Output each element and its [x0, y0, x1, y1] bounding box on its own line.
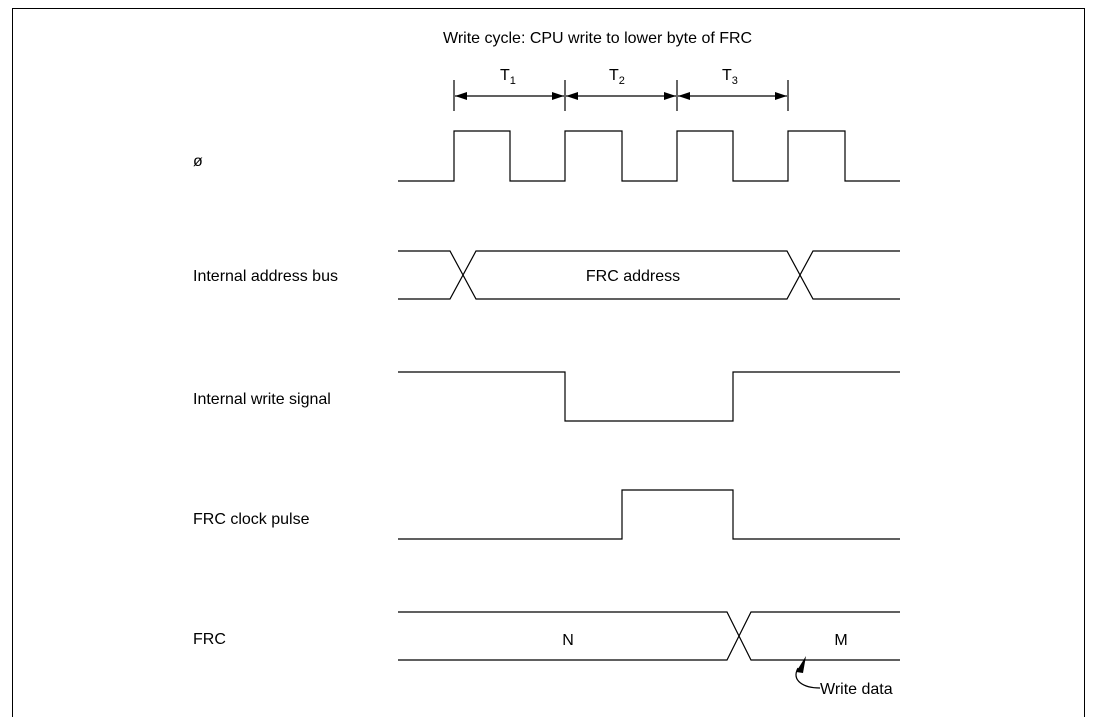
signal-label-frc-clock: FRC clock pulse: [193, 511, 310, 528]
signal-label-clock: ø: [193, 153, 203, 170]
write-signal-waveform: [398, 371, 900, 422]
signal-label-frc: FRC: [193, 631, 226, 648]
state-label-t2: T2: [609, 67, 625, 87]
state-label-t1: T1: [500, 67, 516, 87]
signal-label-address-bus: Internal address bus: [193, 268, 338, 285]
annotation-write-data: Write data: [820, 681, 893, 698]
address-bus-waveform: [398, 250, 900, 300]
svg-text:T2: T2: [609, 67, 625, 87]
svg-text:T1: T1: [500, 67, 516, 87]
state-label-t3: T3: [722, 67, 738, 87]
frc-waveform: [398, 611, 900, 661]
frc-clock-waveform: [398, 489, 900, 540]
bus-label-frc-address: FRC address: [586, 268, 680, 285]
diagram-frame: [12, 8, 1085, 717]
diagram-title: Write cycle: CPU write to lower byte of …: [443, 30, 752, 47]
bus-label-frc-n: N: [562, 632, 574, 649]
clock-waveform: [398, 130, 900, 182]
signal-label-write-signal: Internal write signal: [193, 391, 331, 408]
state-boundaries: [453, 80, 789, 111]
svg-text:T3: T3: [722, 67, 738, 87]
write-data-pointer: [795, 656, 821, 689]
bus-label-frc-m: M: [834, 632, 847, 649]
